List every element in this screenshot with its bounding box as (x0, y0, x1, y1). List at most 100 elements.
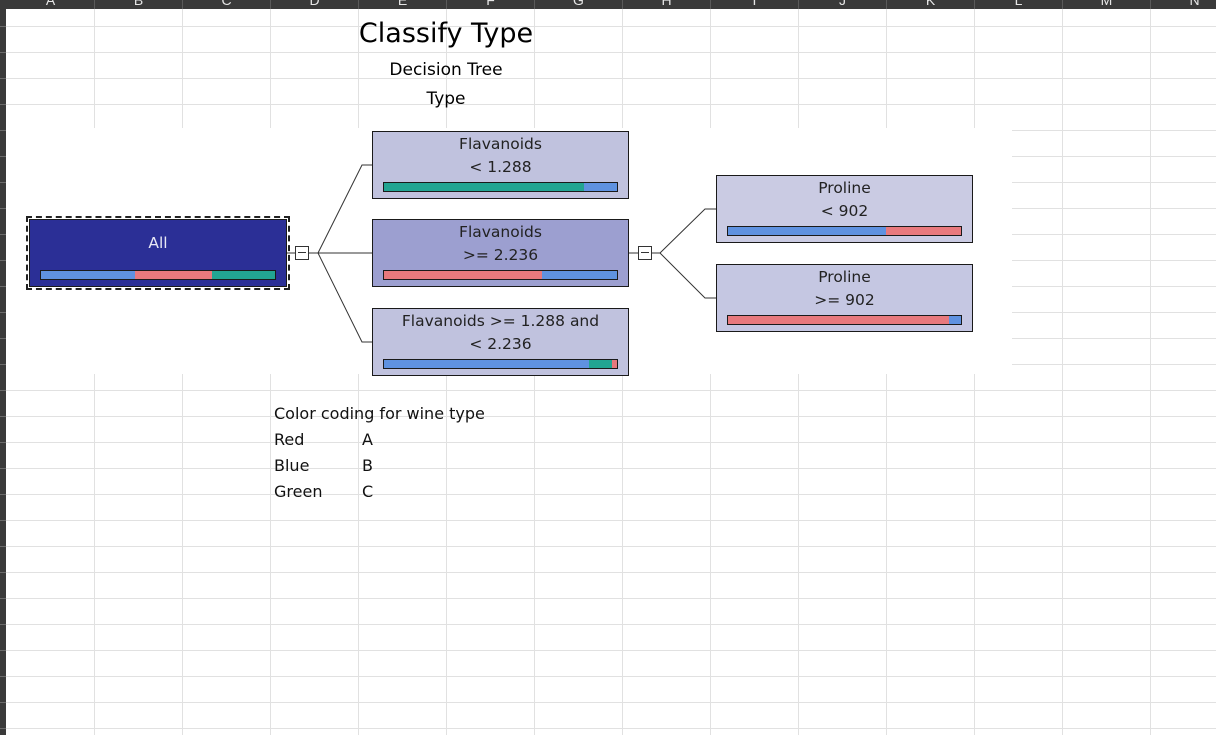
row-header-divider (0, 728, 6, 729)
legend-color-cell[interactable]: Green (274, 482, 323, 501)
row-header-divider (0, 234, 6, 235)
node-label-line1: Proline (818, 268, 871, 286)
column-header-l[interactable]: L (975, 0, 1063, 9)
legend-color-cell[interactable]: Red (274, 430, 305, 449)
row-header-divider (0, 364, 6, 365)
row-header-divider (0, 286, 6, 287)
column-header-n[interactable]: N (1151, 0, 1216, 9)
grid-row-line (6, 650, 1216, 651)
column-header-b[interactable]: B (95, 0, 183, 9)
legend-type-cell[interactable]: A (362, 430, 373, 449)
column-header-h[interactable]: H (623, 0, 711, 9)
node-label-line2: < 1.288 (469, 158, 532, 176)
row-header-divider (0, 598, 6, 599)
bar-seg-red (612, 360, 617, 368)
grid-row-line (6, 104, 1216, 105)
column-header-k[interactable]: K (887, 0, 975, 9)
column-header-c[interactable]: C (183, 0, 271, 9)
grid-row-line (6, 468, 1216, 469)
bar-seg-red (886, 227, 961, 235)
row-header-divider (0, 416, 6, 417)
node-label-line2: < 2.236 (469, 335, 532, 353)
grid-row-line (6, 416, 1216, 417)
grid-row-line (6, 26, 1216, 27)
grid-row-line (6, 598, 1216, 599)
grid-row-line (6, 52, 1216, 53)
row-header-divider (0, 260, 6, 261)
row-header-divider (0, 338, 6, 339)
row-header-divider (0, 702, 6, 703)
row-header-divider (0, 676, 6, 677)
legend-color-cell[interactable]: Blue (274, 456, 310, 475)
bar-seg-red (134, 271, 212, 279)
row-header-divider (0, 624, 6, 625)
row-header-divider (0, 52, 6, 53)
grid-row-line (6, 442, 1216, 443)
row-header-divider (0, 442, 6, 443)
class-distribution-bar (727, 315, 962, 325)
column-header-j[interactable]: J (799, 0, 887, 9)
tree-node-flavanoids-low[interactable]: Flavanoids < 1.288 (372, 131, 629, 199)
node-label-line1: Flavanoids (459, 135, 542, 153)
column-header-m[interactable]: M (1063, 0, 1151, 9)
row-header-divider (0, 26, 6, 27)
node-label-line1: Flavanoids (459, 223, 542, 241)
class-distribution-bar (383, 270, 618, 280)
grid-row-line (6, 624, 1216, 625)
column-header-g[interactable]: G (535, 0, 623, 9)
row-header-divider (0, 494, 6, 495)
bar-seg-blue (728, 227, 887, 235)
bar-seg-blue (584, 183, 617, 191)
column-header-a[interactable]: A (7, 0, 95, 9)
column-header-i[interactable]: I (711, 0, 799, 9)
row-header-divider (0, 572, 6, 573)
grid-row-line (6, 546, 1216, 547)
row-header-divider (0, 104, 6, 105)
class-distribution-bar (383, 359, 618, 369)
row-header-divider (0, 182, 6, 183)
collapse-toggle-icon[interactable] (295, 246, 309, 260)
grid-row-line (6, 728, 1216, 729)
tree-node-proline-low[interactable]: Proline < 902 (716, 175, 973, 243)
grid-row-line (6, 572, 1216, 573)
row-header-divider (0, 650, 6, 651)
node-label-line2: >= 2.236 (462, 246, 539, 264)
column-header-f[interactable]: F (447, 0, 535, 9)
row-header-divider (0, 78, 6, 79)
bar-seg-red (728, 316, 950, 324)
legend-type-cell[interactable]: C (362, 482, 374, 501)
node-label-line2: >= 902 (814, 291, 875, 309)
bar-seg-red (384, 271, 543, 279)
column-header-d[interactable]: D (271, 0, 359, 9)
bar-seg-blue (542, 271, 617, 279)
column-header-e[interactable]: E (359, 0, 447, 9)
tree-node-proline-high[interactable]: Proline >= 902 (716, 264, 973, 332)
row-header-divider (0, 208, 6, 209)
legend-type-cell[interactable]: B (362, 456, 373, 475)
bar-seg-green (589, 360, 613, 368)
row-header-divider (0, 390, 6, 391)
node-label: All (148, 234, 168, 252)
collapse-toggle-icon[interactable] (638, 246, 652, 260)
page-title: Classify Type (358, 18, 534, 49)
class-distribution-bar (727, 226, 962, 236)
bar-seg-blue (41, 271, 135, 279)
tree-node-flavanoids-high[interactable]: Flavanoids >= 2.236 (372, 219, 629, 287)
tree-node-root[interactable]: All (26, 216, 290, 290)
grid-row-line (6, 78, 1216, 79)
row-header-divider (0, 156, 6, 157)
row-header-divider (0, 312, 6, 313)
node-label-line1: Flavanoids >= 1.288 and (401, 312, 600, 330)
node-label-line2: < 902 (820, 202, 869, 220)
bar-seg-blue (949, 316, 961, 324)
grid-row-line (6, 390, 1216, 391)
tree-node-flavanoids-mid[interactable]: Flavanoids >= 1.288 and < 2.236 (372, 308, 629, 376)
grid-row-line (6, 494, 1216, 495)
row-header-bar (0, 9, 6, 735)
legend-title-cell[interactable]: Color coding for wine type (274, 404, 485, 423)
grid-row-line (6, 520, 1216, 521)
row-header-divider (0, 546, 6, 547)
grid-column-line (1150, 9, 1151, 735)
grid-row-line (6, 676, 1216, 677)
